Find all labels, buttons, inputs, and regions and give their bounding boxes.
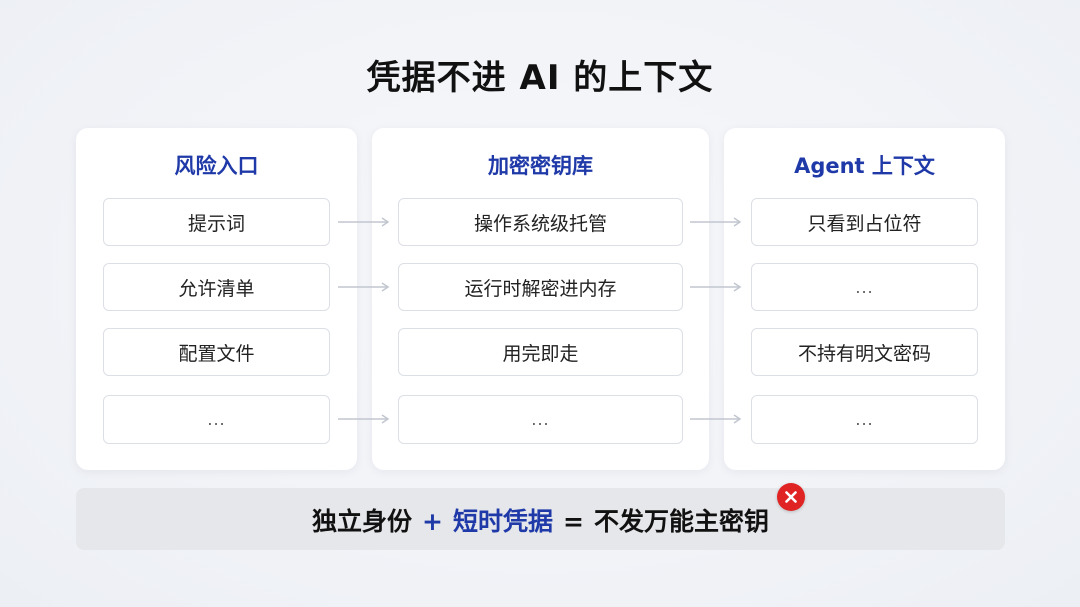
keystore-item-os-custody: 操作系统级托管 xyxy=(398,198,683,246)
risk-item-allowlist: 允许清单 xyxy=(103,263,330,311)
keystore-item-runtime-decrypt: 运行时解密进内存 xyxy=(398,263,683,311)
risk-item-more: ... xyxy=(103,395,330,444)
context-item-placeholder-only: 只看到占位符 xyxy=(751,198,978,246)
risk-item-config-file: 配置文件 xyxy=(103,328,330,376)
arrow-right-icon xyxy=(338,217,392,227)
formula: 独立身份 + 短时凭据 = 不发万能主密钥 xyxy=(76,502,1005,538)
arrow-right-icon xyxy=(690,414,744,424)
arrow-right-icon xyxy=(338,414,392,424)
panel-heading-risk-entry: 风险入口 xyxy=(174,154,259,178)
arrow-right-icon xyxy=(338,282,392,292)
arrow-right-icon xyxy=(690,282,744,292)
formula-short-lived-credential: 短时凭据 xyxy=(452,507,553,536)
context-item-more: ... xyxy=(751,263,978,311)
x-circle-icon xyxy=(777,483,805,511)
panel-heading-encrypted-keystore: 加密密钥库 xyxy=(488,154,593,178)
formula-identity: 独立身份 xyxy=(312,507,413,536)
context-item-no-plaintext: 不持有明文密码 xyxy=(751,328,978,376)
formula-result: 不发万能主密钥 xyxy=(593,507,769,536)
formula-equals: = xyxy=(563,507,584,536)
formula-plus: + xyxy=(422,507,443,536)
panel-heading-agent-context: Agent 上下文 xyxy=(794,154,935,178)
arrow-right-icon xyxy=(690,217,744,227)
formula-bar xyxy=(76,488,1005,550)
keystore-item-use-and-go: 用完即走 xyxy=(398,328,683,376)
risk-item-prompt: 提示词 xyxy=(103,198,330,246)
context-item-more-2: ... xyxy=(751,395,978,444)
page-title: 凭据不进 AI 的上下文 xyxy=(366,58,714,98)
keystore-item-more: ... xyxy=(398,395,683,444)
